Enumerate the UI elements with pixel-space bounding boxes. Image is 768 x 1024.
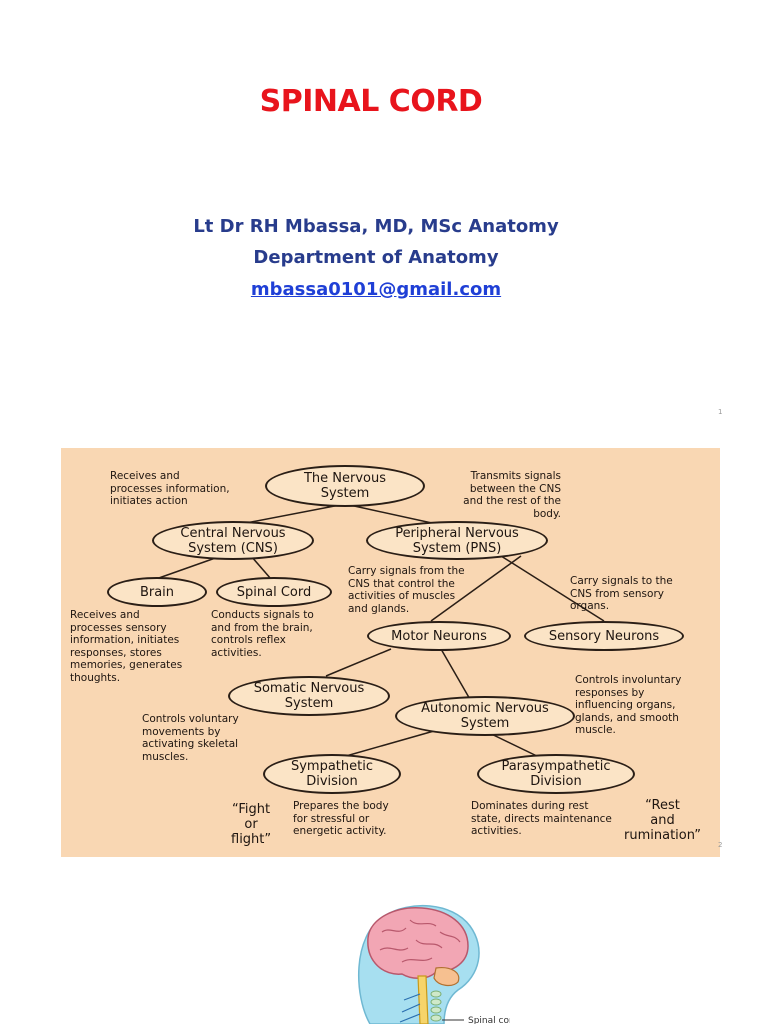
note-autonomic: Controls involuntary responses by influe… (575, 674, 682, 736)
connector-motor-autonomic (440, 648, 472, 702)
author-line: Lt Dr RH Mbassa, MD, MSc Anatomy (193, 216, 559, 237)
spinal-cord-shape (417, 975, 429, 1024)
note-sympathetic: Prepares the body for stressful or energ… (293, 800, 389, 837)
email-link[interactable]: mbassa0101@gmail.com (250, 279, 502, 300)
node-sensory-neurons: Sensory Neurons (524, 621, 684, 651)
note-parasympathetic: Dominates during rest state, directs mai… (471, 800, 612, 837)
node-spinal-cord: Spinal Cord (216, 577, 332, 607)
node-motor-neurons: Motor Neurons (367, 621, 511, 651)
node-somatic: Somatic Nervous System (228, 676, 390, 716)
note-pns-transmit: Transmits signals between the CNS and th… (463, 470, 561, 520)
connector-motor-somatic (325, 648, 392, 677)
page-number-1: 1 (718, 408, 723, 416)
note-somatic: Controls voluntary movements by activati… (142, 713, 239, 763)
node-cns: Central Nervous System (CNS) (152, 521, 314, 560)
connector-cns-brain (155, 555, 222, 580)
quote-fight-or-flight: “Fight or flight” (231, 802, 272, 847)
diagram-connectors (155, 503, 605, 759)
node-sympathetic: Sympathetic Division (263, 754, 401, 794)
connector-pns-sensory (500, 555, 605, 622)
note-sensory: Carry signals to the CNS from sensory or… (570, 575, 673, 612)
brain-shape (367, 907, 469, 979)
node-parasympathetic: Parasympathetic Division (477, 754, 635, 794)
connector-auto-symp (338, 728, 442, 759)
note-brain: Receives and processes sensory informati… (70, 609, 183, 684)
node-brain: Brain (107, 577, 207, 607)
node-pns: Peripheral Nervous System (PNS) (366, 521, 548, 560)
department-line: Department of Anatomy (253, 247, 499, 268)
node-autonomic: Autonomic Nervous System (395, 696, 575, 736)
cerebellum (433, 967, 460, 987)
connector-cns-spinal (250, 555, 272, 580)
note-nervous-system: Receives and processes information, init… (110, 470, 230, 507)
node-nervous-system: The Nervous System (265, 465, 425, 507)
note-motor: Carry signals from the CNS that control … (348, 565, 465, 615)
spinal-cord-label: Spinal cord (468, 1016, 510, 1024)
connector-pns-motor (430, 555, 522, 622)
nervous-system-diagram: The Nervous System Central Nervous Syste… (61, 448, 720, 857)
quote-rest-and-rumination: “Rest and rumination” (624, 798, 701, 843)
note-spinal-cord: Conducts signals to and from the brain, … (211, 609, 314, 659)
page-number-2: 2 (718, 841, 723, 849)
slide-title: SPINAL CORD (259, 84, 483, 119)
connector-ns-cns (240, 503, 346, 525)
brain-spinal-cord-illustration: Spinal cord (340, 896, 510, 1024)
